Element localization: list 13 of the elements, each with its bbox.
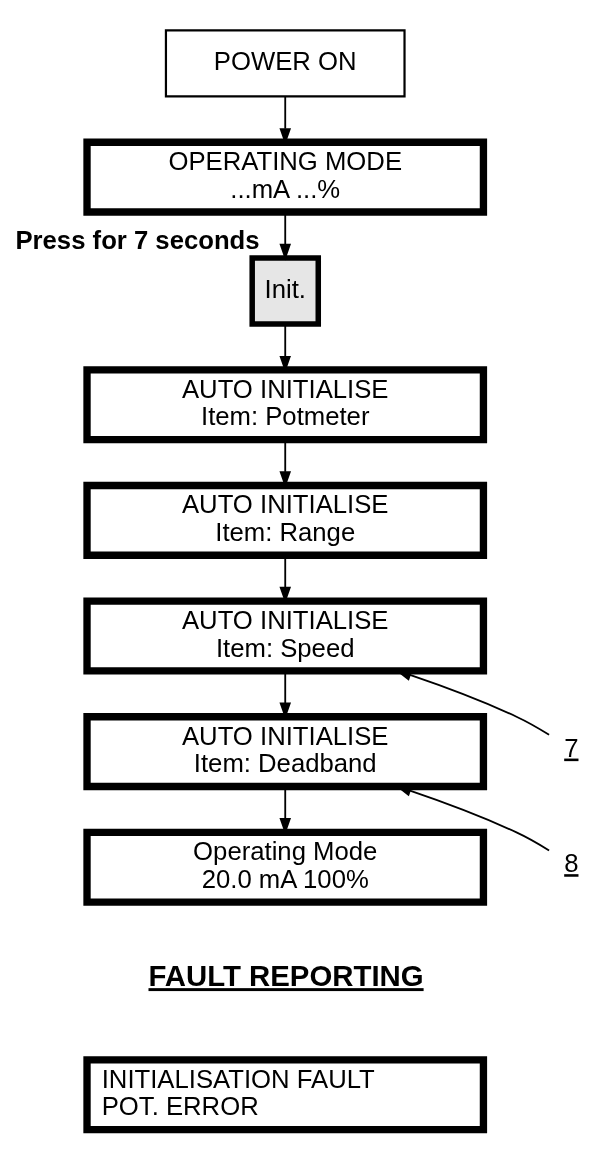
node-box: POWER ON bbox=[164, 29, 406, 98]
node-box: INITIALISATION FAULT POT. ERROR bbox=[83, 1056, 488, 1134]
node-box: AUTO INITIALISE Item: Speed bbox=[83, 597, 488, 675]
node-box: AUTO INITIALISE Item: Potmeter bbox=[83, 366, 488, 444]
node-box: Init. bbox=[249, 255, 321, 327]
node-label: Press for 7 seconds bbox=[15, 226, 260, 255]
node-box: AUTO INITIALISE Item: Deadband bbox=[83, 713, 488, 791]
node-box: OPERATING MODE ...mA ...% bbox=[83, 138, 488, 216]
node-text: 8 bbox=[564, 849, 579, 878]
node-box: Operating Mode 20.0 mA 100% bbox=[83, 828, 488, 906]
label: FAULT REPORTING bbox=[148, 959, 424, 993]
node-text: 7 bbox=[564, 733, 579, 762]
node-box: AUTO INITIALISE Item: Range bbox=[83, 481, 488, 559]
